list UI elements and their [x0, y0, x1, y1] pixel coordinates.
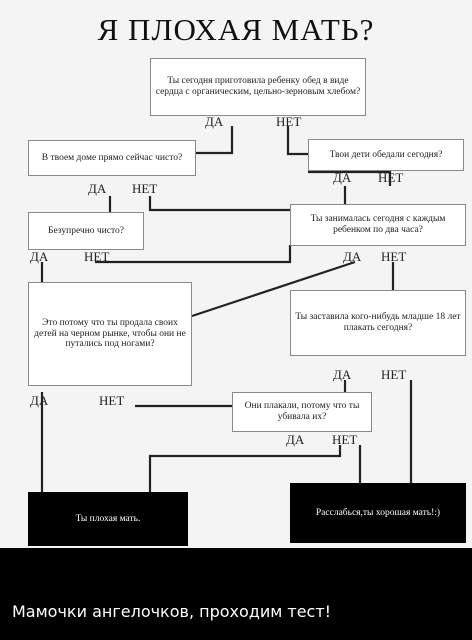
connector-q2-no — [148, 196, 290, 212]
label-q1-yes: ДА — [205, 114, 224, 129]
label-q2-yes: ДА — [88, 181, 107, 196]
label-q6-yes: ДА — [30, 393, 49, 408]
connector-q8-yes — [148, 445, 342, 492]
node-q7: Ты заставила кого-нибудь младше 18 лет п… — [290, 290, 466, 356]
connector-q5-yes — [191, 260, 356, 318]
label-q8-yes: ДА — [286, 432, 305, 447]
label-q7-no: НЕТ — [381, 367, 407, 382]
connector-q1-yes — [195, 126, 234, 155]
node-q5: Ты занималась сегодня с каждым ребенком … — [290, 204, 466, 246]
label-q5-yes: ДА — [343, 249, 362, 264]
label-q7-yes: ДА — [333, 367, 352, 382]
label-q8-no: НЕТ — [332, 432, 358, 447]
label-q4-yes: ДА — [30, 249, 49, 264]
connector-q4-no — [95, 245, 292, 264]
diagram-title: Я ПЛОХАЯ МАТЬ? — [97, 12, 375, 47]
caption-bar: Мамочки ангелочков, проходим тест! — [0, 548, 472, 640]
label-q6-no: НЕТ — [99, 393, 125, 408]
connector-q1-no — [286, 126, 308, 156]
label-q3-no: НЕТ — [378, 170, 404, 185]
label-q5-no: НЕТ — [381, 249, 407, 264]
node-q8: Они плакали, потому что ты убивала их? — [232, 392, 372, 432]
node-q4: Безупречно чисто? — [28, 212, 144, 250]
flowchart-connectors — [40, 126, 413, 492]
connector-q3-no — [308, 170, 392, 186]
label-q2-no: НЕТ — [132, 181, 158, 196]
label-q1-no: НЕТ — [276, 114, 302, 129]
result-good-mother: Расслабься,ты хорошая мать!:) — [290, 483, 466, 543]
result-bad-mother: Ты плохая мать. — [28, 492, 188, 546]
node-q1: Ты сегодня приготовила ребенку обед в ви… — [150, 58, 366, 116]
node-q3: Твои дети обедали сегодня? — [308, 139, 464, 171]
node-q6: Это потому что ты продала своих детей на… — [28, 282, 192, 386]
label-q3-yes: ДА — [333, 170, 352, 185]
flowchart: Я ПЛОХАЯ МАТЬ? Ты сегодня приготовила ре… — [0, 0, 472, 548]
caption-text: Мамочки ангелочков, проходим тест! — [12, 602, 332, 621]
node-q2: В твоем доме прямо сейчас чисто? — [28, 140, 196, 176]
label-q4-no: НЕТ — [84, 249, 110, 264]
